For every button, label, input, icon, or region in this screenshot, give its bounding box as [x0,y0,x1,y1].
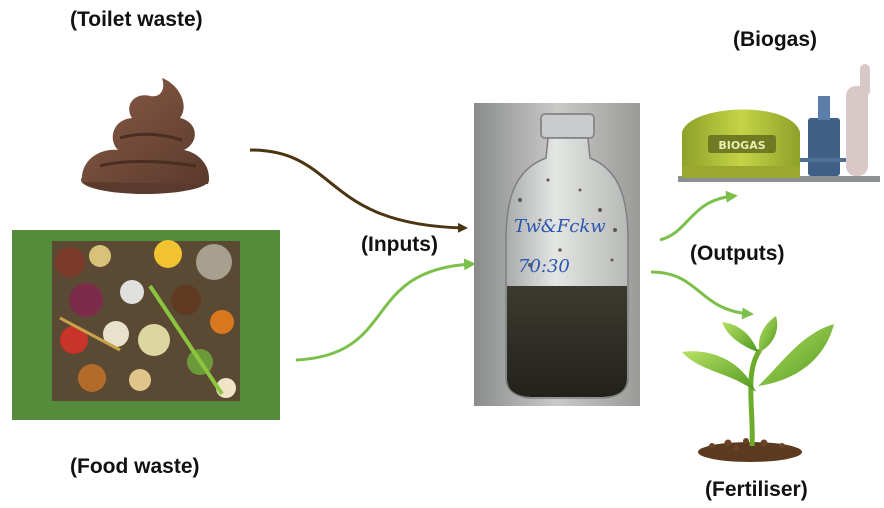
food-waste-arrow [295,258,476,362]
toilet-waste-label: (Toilet waste) [70,8,203,31]
toilet-waste-arrow [249,148,468,233]
poop-icon [81,78,209,194]
fertiliser-label: (Fertiliser) [705,478,808,501]
biogas-dome-text: BIOGAS [718,139,765,152]
digester-bottle-image: Tw&Fckw 70:30 [474,103,640,406]
food-waste-image [12,230,280,420]
food-waste-label: (Food waste) [70,455,200,478]
biogas-arrow [659,190,738,242]
biogas-label: (Biogas) [733,28,817,51]
seedling-icon [682,316,834,462]
inputs-label: (Inputs) [361,233,438,256]
outputs-label: (Outputs) [690,242,785,265]
fertiliser-arrow [650,270,754,320]
biogas-plant-icon: BIOGAS [678,64,880,182]
bottle-handwriting-2: 70:30 [518,256,570,277]
bottle-handwriting-1: Tw&Fckw [514,216,606,237]
